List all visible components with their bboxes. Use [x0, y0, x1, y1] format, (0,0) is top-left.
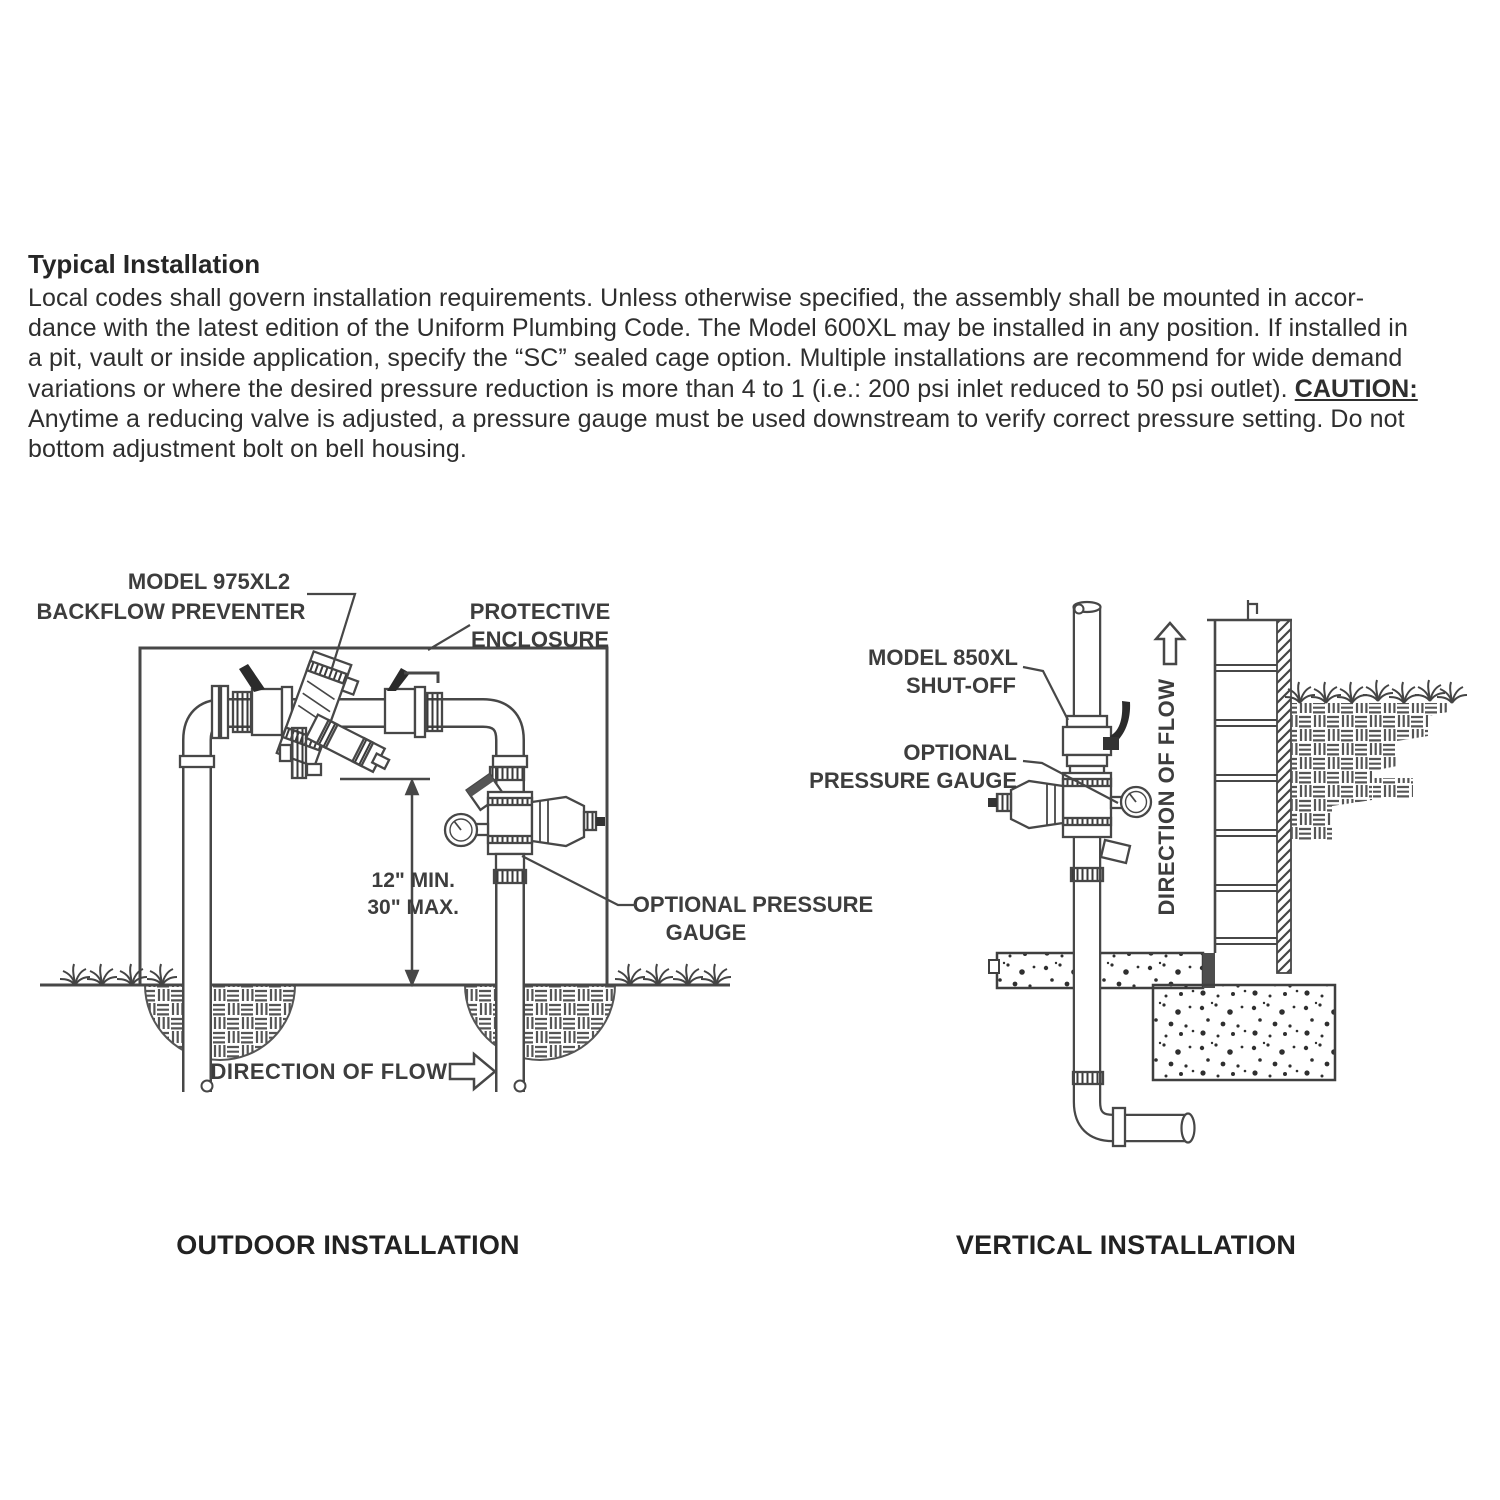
valve-lever-icon [387, 668, 410, 691]
flow-arrow-up-icon [1153, 621, 1187, 666]
pipe-end-cap [200, 1079, 214, 1093]
adjustment-bolt [995, 792, 1013, 813]
wall-section [1207, 600, 1292, 974]
union-coupling [1069, 866, 1105, 883]
vertical-caption: VERTICAL INSTALLATION [955, 1230, 1297, 1260]
bell-housing [530, 795, 586, 848]
outdoor-installation-diagram: MODEL 975XL2 BACKFLOW PREVENTER PROTECTI… [37, 569, 873, 1093]
paragraph-line: a pit, vault or inside application, spec… [28, 344, 1403, 373]
dimension-12min-30max [340, 777, 430, 988]
section-heading: Typical Installation [28, 249, 261, 279]
caution-label: CAUTION: [1294, 374, 1418, 403]
leader-line [427, 624, 471, 651]
dim-30-max-label: 30" MAX. [367, 896, 459, 919]
flow-arrow-right-icon [448, 1051, 497, 1092]
valve-lever-icon [1110, 701, 1131, 744]
check-valve-body-2 [304, 713, 391, 774]
union-coupling [1071, 1070, 1105, 1086]
paragraph-line: Anytime a reducing valve is adjusted, a … [28, 404, 1405, 433]
vertical-installation-diagram: DIRECTION OF FLOW MODEL 850XL SHUT-OFF O… [809, 600, 1468, 1148]
outdoor-caption: OUTDOOR INSTALLATION [176, 1230, 520, 1260]
soil-mound [463, 984, 617, 1061]
direction-of-flow-label: DIRECTION OF FLOW [1154, 678, 1179, 915]
flange-ring [491, 754, 529, 769]
pipe-open-end [1180, 1112, 1196, 1144]
pressure-reducing-valve [443, 772, 605, 885]
backflow-preventer-label: BACKFLOW PREVENTER [37, 599, 306, 624]
pressure-gauge-label: PRESSURE GAUGE [809, 768, 1017, 793]
test-cock-riser [290, 726, 308, 780]
leader-line [307, 592, 357, 669]
valve-lever-icon [239, 664, 265, 692]
slab-wall-joint [1203, 953, 1215, 988]
leader-line [1022, 759, 1119, 804]
flange-ring [178, 754, 216, 769]
union-coupling [488, 765, 526, 782]
valve-handle-rod [404, 671, 440, 683]
slab-notch [988, 959, 1000, 974]
outdoor-diagram-labels: MODEL 975XL2 BACKFLOW PREVENTER PROTECTI… [37, 569, 873, 1092]
optional-label: OPTIONAL [903, 740, 1017, 765]
backflow-preventer-assembly [178, 649, 529, 782]
model-850xl-label: MODEL 850XL [868, 645, 1018, 670]
adjustment-bolt [582, 810, 598, 832]
paragraph-line: variations or where the desired pressure… [28, 374, 1448, 404]
soil-patch [1373, 778, 1413, 798]
shutoff-valve-2 [383, 687, 417, 735]
dim-12-min-label: 12" MIN. [372, 869, 455, 892]
soil-area [1291, 703, 1448, 840]
concrete-footing [1151, 983, 1337, 1082]
union-coupling [492, 868, 528, 885]
gauge-label: GAUGE [666, 920, 747, 945]
leader-line [1022, 665, 1069, 721]
soil-mound [143, 984, 297, 1061]
bell-housing [1009, 779, 1065, 830]
paragraph-line: Local codes shall govern installation re… [28, 284, 1365, 312]
protective-label: PROTECTIVE [470, 599, 611, 624]
enclosure-label: ENCLOSURE [471, 627, 609, 652]
model-975xl2-label: MODEL 975XL2 [128, 569, 290, 594]
paragraph-line: bottom adjustment bolt on bell housing. [28, 435, 467, 464]
pipe-end-cap [513, 1079, 527, 1093]
shut-off-label: SHUT-OFF [906, 673, 1016, 698]
typical-installation-section: Typical Installation Local codes shall g… [28, 248, 1448, 464]
piping-run [182, 698, 527, 1093]
vertical-diagram-labels: MODEL 850XL SHUT-OFF OPTIONAL PRESSURE G… [809, 645, 1119, 804]
paragraph-line: dance with the latest edition of the Uni… [28, 314, 1408, 343]
pressure-reducing-valve [988, 764, 1153, 1148]
direction-of-flow-label: DIRECTION OF FLOW [210, 1059, 447, 1084]
leader-line [521, 855, 636, 907]
paragraph-line-pre: variations or where the desired pressure… [28, 374, 1295, 403]
optional-pressure-label: OPTIONAL PRESSURE [633, 892, 873, 917]
grass-tufts [1284, 679, 1468, 704]
wall-hatch-strip [1276, 619, 1292, 974]
shutoff-valve-1 [250, 687, 284, 737]
wall-top-pin [1246, 600, 1259, 620]
grass-tufts [59, 963, 732, 986]
